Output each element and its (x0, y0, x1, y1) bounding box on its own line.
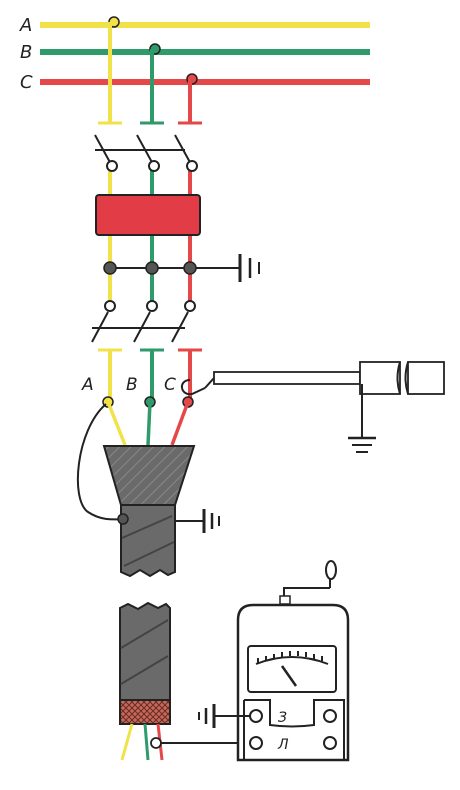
core-test-node (150, 737, 162, 749)
cable-termination-funnel (102, 445, 196, 506)
ground-icon (348, 436, 376, 453)
bus-label-b: B (20, 42, 32, 63)
cable-phase-leads (106, 401, 190, 446)
megohmmeter (236, 560, 350, 762)
sheath-node (117, 513, 129, 525)
terminal-line-label: Л (277, 737, 289, 753)
lower-disconnector (91, 300, 196, 343)
earthing-rod (181, 361, 445, 438)
bus-label-c: C (20, 72, 33, 93)
cable-armour-braid (119, 699, 171, 725)
ground-icon (238, 254, 260, 282)
terminal-line[interactable] (249, 736, 263, 750)
cable-label-a: A (81, 375, 94, 395)
terminal-earth-label: З (278, 710, 287, 726)
circuit-breaker-body (95, 194, 201, 236)
cable-label-b: B (126, 375, 138, 395)
cable-body-lower (119, 601, 171, 701)
terminal-aux-bottom[interactable] (323, 736, 337, 750)
cable-label-c: C (164, 375, 176, 395)
sheath-jumper-wire (77, 403, 123, 521)
cable-body-upper (120, 504, 176, 578)
terminal-earth[interactable] (249, 709, 263, 723)
crank-handle[interactable] (325, 560, 337, 580)
bus-label-a: A (19, 15, 32, 36)
earthing-bar-upper (103, 261, 240, 275)
upper-disconnector (94, 134, 198, 172)
meter-needle (280, 665, 298, 687)
ground-icon (202, 509, 220, 533)
ground-icon (198, 704, 216, 728)
meter-dial (247, 645, 337, 693)
terminal-aux-top[interactable] (323, 709, 337, 723)
